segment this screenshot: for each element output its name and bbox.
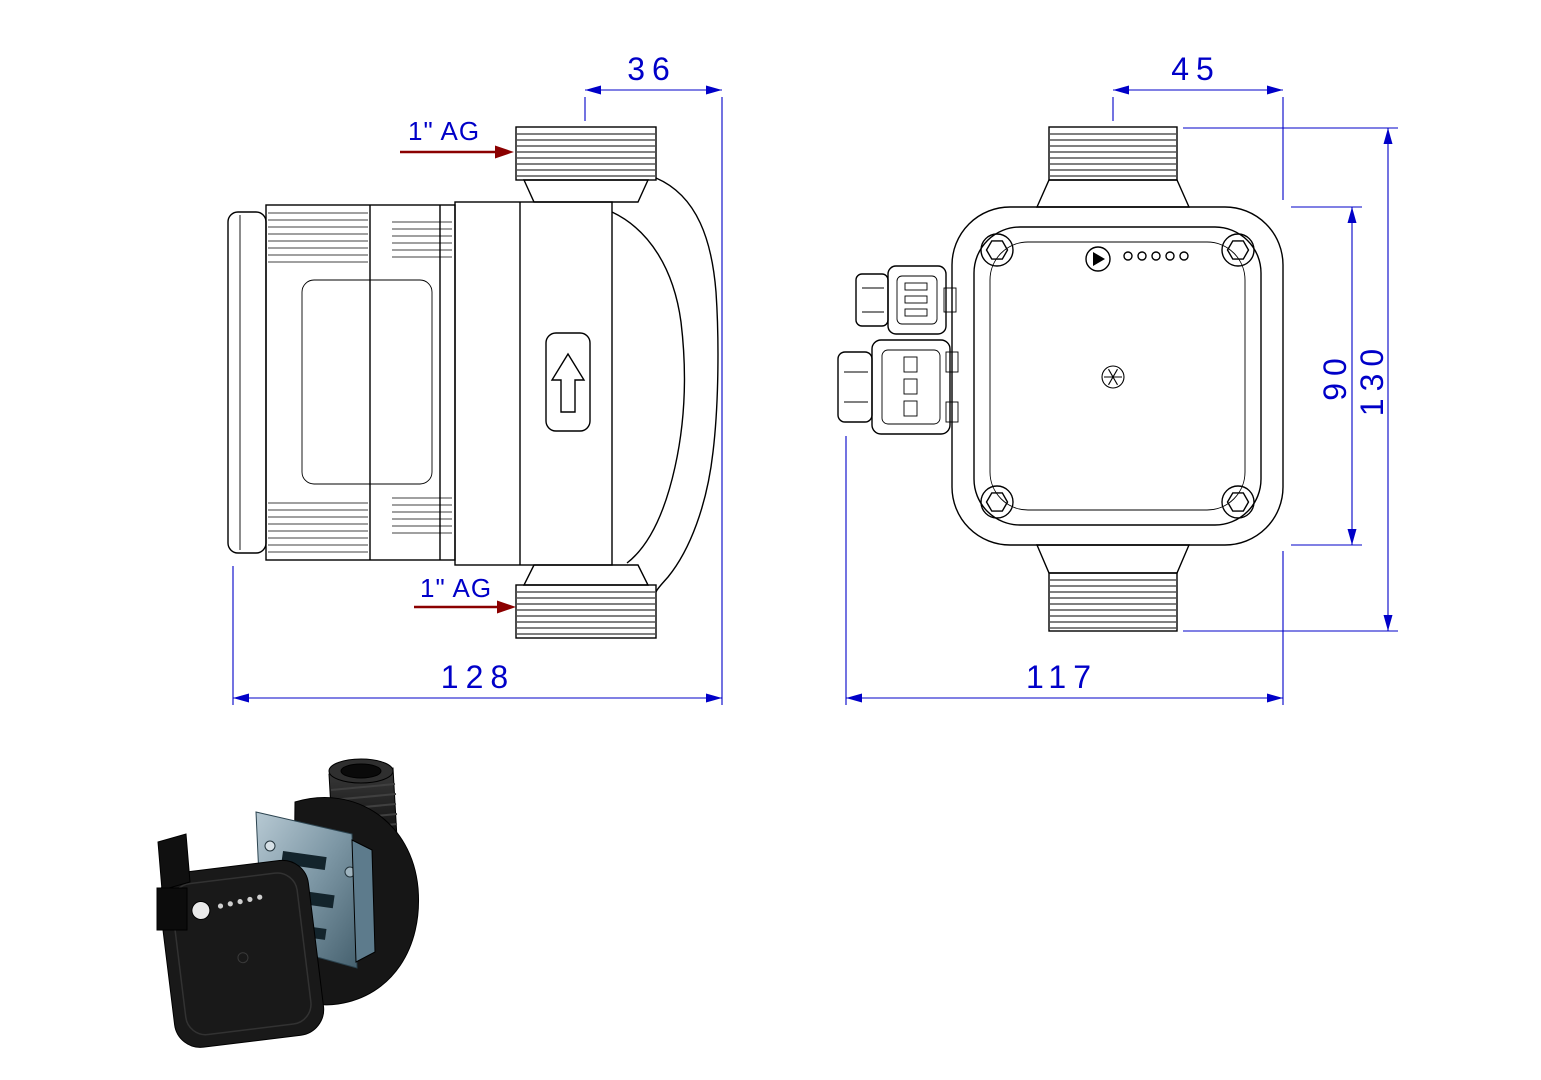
front-bottom-thread-lines — [1050, 579, 1176, 629]
housing-inner — [973, 226, 1262, 526]
dim-front-body-height — [1291, 206, 1362, 546]
thread-label-bottom-text: 1" AG — [420, 573, 492, 603]
thread-leader-arrow-icon — [497, 600, 516, 614]
iso-led-dots — [217, 894, 263, 909]
iso-3d-view — [156, 758, 420, 1048]
side-top-thread-lines — [517, 133, 655, 177]
thread-leader-arrow-icon — [495, 145, 514, 159]
cooling-fins-top — [268, 212, 368, 263]
front-view — [837, 126, 1284, 632]
thread-label-bottom: 1" AG — [414, 573, 516, 614]
center-screw — [1101, 365, 1125, 389]
volute-outer-curve — [655, 177, 719, 593]
terminal-fins-bottom — [392, 497, 452, 534]
led-indicator-icons — [1085, 246, 1189, 272]
front-top-thread-lines — [1050, 133, 1176, 177]
iso-foot — [156, 887, 188, 931]
front-bottom-port — [1035, 544, 1191, 632]
pump-head — [454, 201, 613, 566]
thread-label-top: 1" AG — [400, 116, 514, 159]
flow-arrow-badge — [545, 332, 591, 432]
dim-side-port-offset — [584, 85, 723, 705]
corner-screw-bottom-left — [980, 485, 1014, 519]
iso-right-sliver — [351, 839, 376, 963]
corner-screw-top-right — [1221, 233, 1255, 267]
corner-screw-bottom-right — [1221, 485, 1255, 519]
side-view — [227, 126, 719, 639]
side-bottom-thread-lines — [517, 591, 655, 635]
terminal-fins-top — [392, 221, 452, 258]
up-arrow-icon — [550, 352, 586, 413]
side-top-port — [515, 126, 657, 203]
thread-label-top-text: 1" AG — [408, 116, 480, 146]
corner-screw-top-left — [980, 233, 1014, 267]
motor-body — [227, 204, 456, 561]
iso-bracket — [157, 833, 191, 891]
housing-outer — [951, 206, 1284, 546]
side-bottom-port — [515, 564, 657, 639]
iso-led-ring — [191, 900, 211, 920]
dim-side-overall-length — [232, 566, 722, 705]
dim-front-port-offset-value: 45 — [1171, 51, 1221, 87]
dim-side-port-offset-value: 36 — [627, 51, 677, 87]
dimension-annotations: 36 128 45 90 — [232, 51, 1398, 705]
front-top-port — [1035, 126, 1191, 208]
faceplate — [989, 241, 1246, 511]
dim-front-overall-height-value: 130 — [1354, 342, 1390, 416]
dim-front-port-offset — [1112, 85, 1284, 200]
cooling-fins-bottom — [268, 502, 368, 553]
dim-front-overall-width-value: 117 — [1026, 659, 1098, 695]
dim-front-overall-height — [1183, 127, 1398, 632]
iso-control-box — [158, 859, 325, 1048]
dim-front-overall-width — [845, 436, 1284, 705]
indicator-arrow-icon — [1093, 252, 1105, 266]
dim-side-overall-length-value: 128 — [441, 659, 515, 695]
connector-lower — [837, 339, 959, 435]
volute-inner-curve — [611, 211, 686, 564]
dim-front-body-height-value: 90 — [1317, 351, 1353, 401]
connector-upper — [855, 265, 957, 335]
